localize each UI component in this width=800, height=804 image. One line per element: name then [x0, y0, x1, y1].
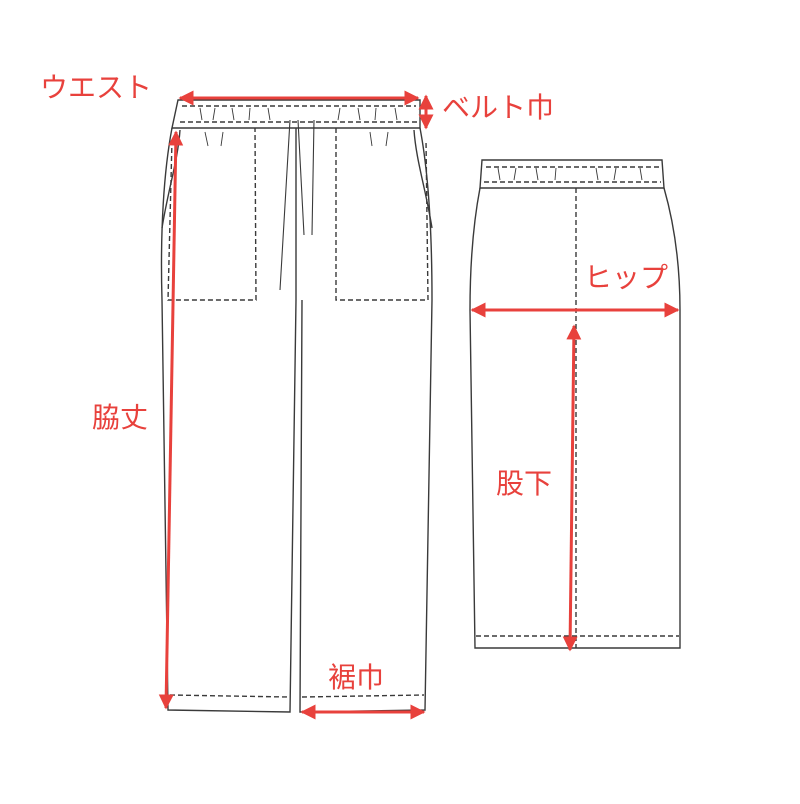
front-drawstring — [279, 119, 315, 291]
front-left-leg-outline — [160, 127, 297, 713]
side-length-label: 脇丈 — [92, 401, 149, 434]
waist-label: ウエスト — [40, 71, 153, 104]
front-left-pocket — [167, 127, 257, 301]
front-waistband-outline — [171, 99, 421, 129]
back-waistband-outline — [479, 159, 665, 189]
front-right-pocket — [335, 128, 429, 301]
inseam-arrow — [562, 324, 582, 652]
hem-width-label: 裾巾 — [328, 661, 385, 694]
belt-width-label: ベルト巾 — [442, 91, 555, 124]
front-right-hem-stitch — [301, 694, 425, 698]
front-fabric-wrinkles — [204, 131, 389, 147]
front-left-hem-stitch — [169, 694, 289, 698]
back-pants-drawing — [469, 159, 681, 649]
front-pants-drawing — [160, 99, 433, 713]
front-right-pocket-opening — [413, 129, 433, 229]
hip-label: ヒップ — [584, 261, 669, 294]
side-length-arrow — [158, 130, 184, 710]
front-right-leg-outline — [299, 127, 433, 713]
front-waistband-gathers — [199, 107, 398, 121]
back-pants-outline — [469, 187, 681, 649]
inseam-label: 股下 — [496, 467, 553, 500]
measurement-arrows — [158, 90, 680, 720]
back-waistband-gathers — [497, 167, 643, 181]
